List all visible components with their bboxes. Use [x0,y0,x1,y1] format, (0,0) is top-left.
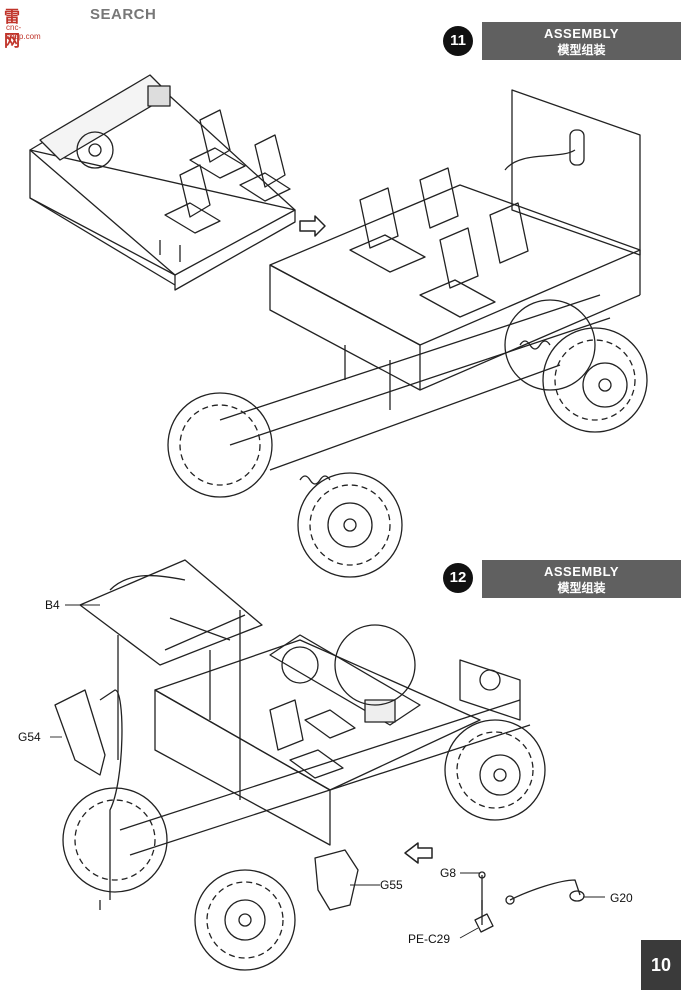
wheel-front-left-12 [62,787,168,893]
wheel-rear-right [542,327,648,433]
wheel-front-right-12 [194,869,296,971]
callout-b4: B4 [45,598,60,612]
callout-g55: G55 [380,878,403,892]
step-11-number: 11 [443,26,473,56]
wheel-rear-left [504,299,596,391]
callout-g54: G54 [18,730,41,744]
step-11-banner: ASSEMBLY 模型组装 [482,22,681,60]
callout-pe-c29: PE-C29 [408,932,451,946]
wheel-front-right [297,472,403,578]
panel-g55-illustration [314,849,359,911]
interior-subassembly-illustration [29,74,296,291]
wheel-rear-right-12 [444,719,546,821]
part-g20-illustration [505,879,585,905]
watermark-logo: 雷 网 [4,7,22,50]
vehicle-chassis-step-11-illustration [167,89,648,578]
step-11-title-en: ASSEMBLY [543,26,620,41]
roof-panel-b4-illustration [79,559,263,800]
insert-arrow-step-11 [299,215,326,237]
wheel-rear-left-12 [334,624,416,706]
insert-arrow-step-12 [404,842,433,864]
step-12-number: 12 [443,563,473,593]
part-g8-pe-c29-illustration [474,871,494,933]
vehicle-chassis-step-12-illustration [62,624,546,971]
step-12-title-en: ASSEMBLY [543,564,620,579]
watermark-url: cnc-shop.com [6,23,41,41]
callout-g20: G20 [610,891,633,905]
step-12-title-zh: 模型组装 [557,581,606,595]
watermark-search: SEARCH [90,6,157,23]
panel-g54-illustration [54,689,123,900]
wheel-front-left [167,392,273,498]
callout-g8: G8 [440,866,457,880]
callout-leader-lines [50,604,605,939]
step-12-banner: ASSEMBLY 模型组装 [482,560,681,598]
page-number: 10 [641,940,681,990]
step-11-title-zh: 模型组装 [557,43,606,57]
